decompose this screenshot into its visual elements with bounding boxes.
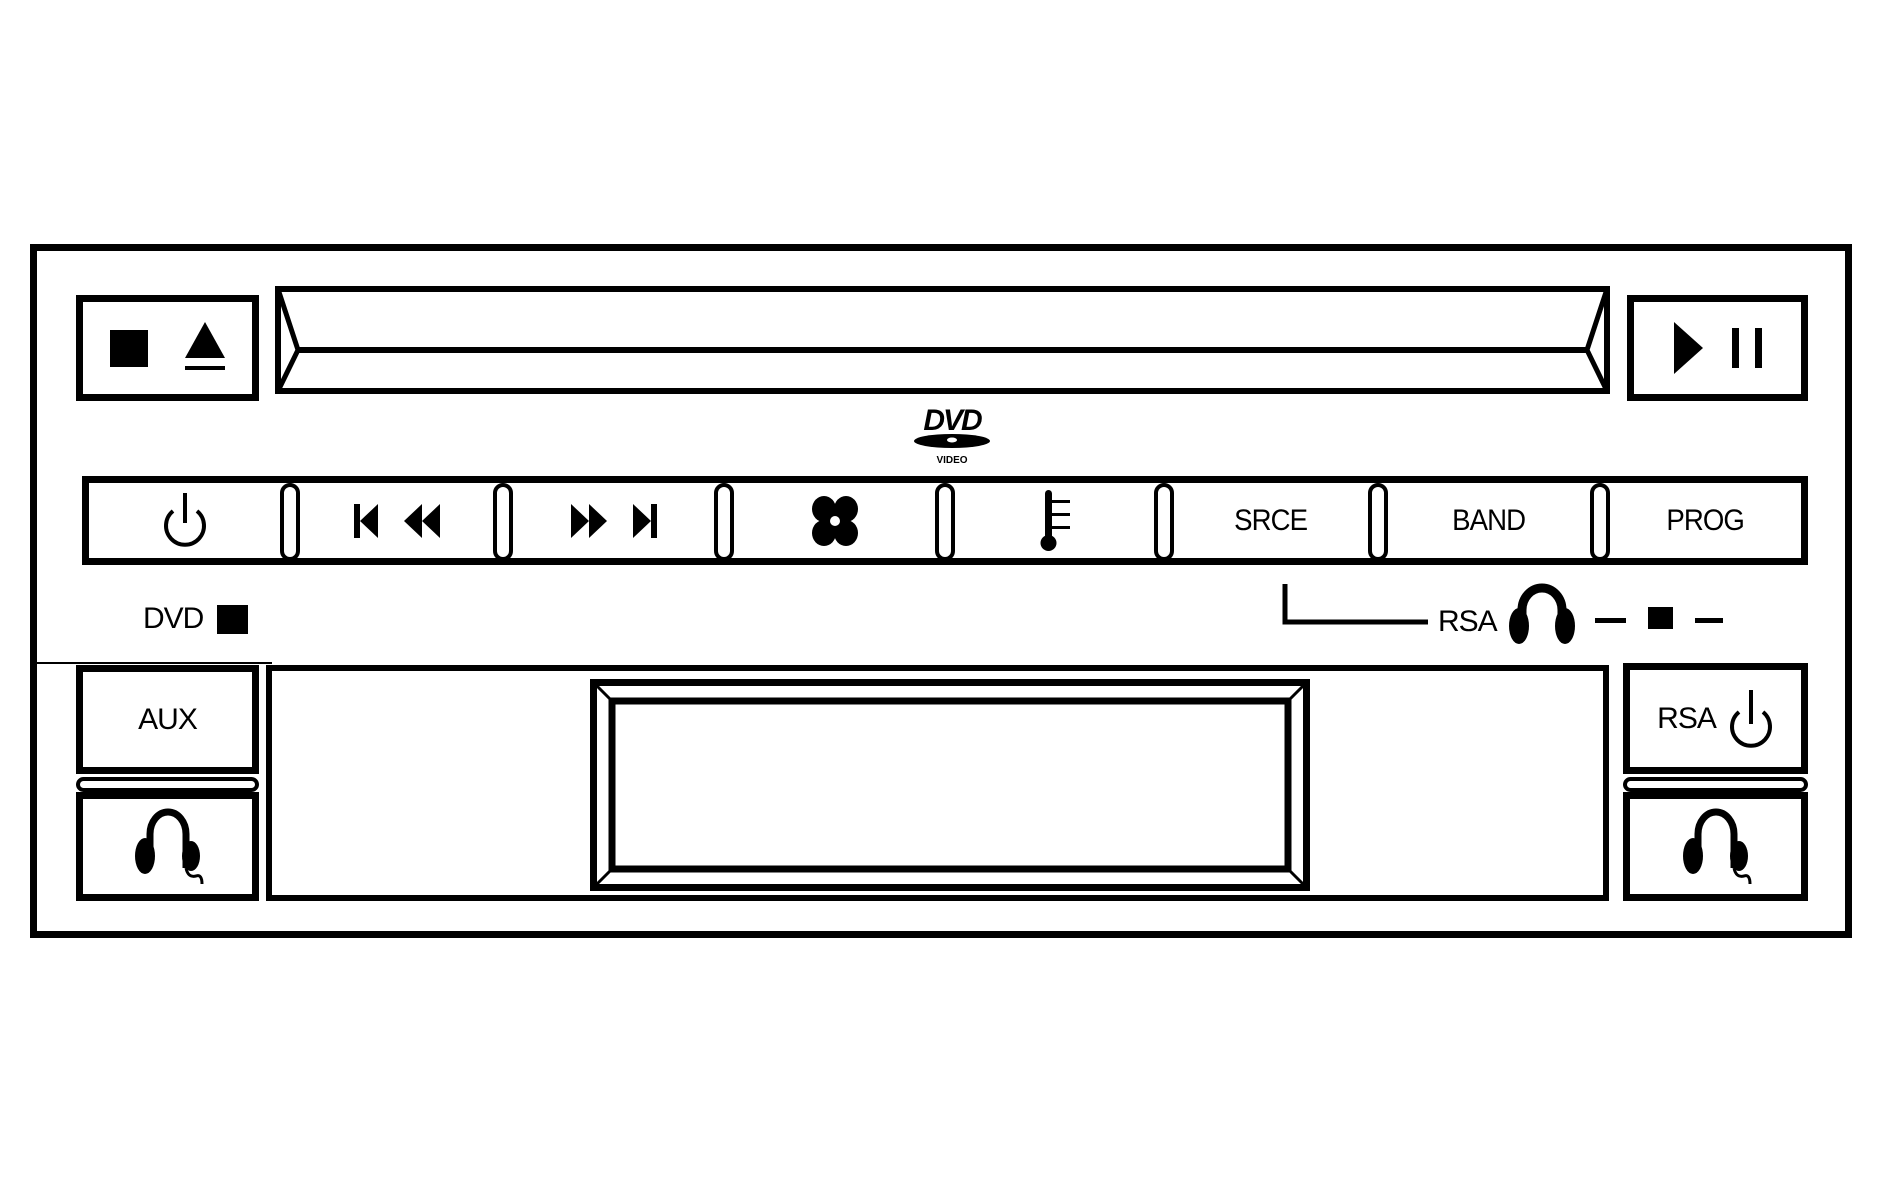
stop-icon (109, 330, 148, 367)
headphones-icon (1509, 583, 1575, 644)
temperature-button[interactable] (955, 483, 1154, 559)
button-divider (1623, 777, 1808, 792)
stop-eject-button[interactable] (76, 295, 259, 401)
power-button[interactable] (89, 483, 280, 559)
display-housing (266, 665, 1609, 901)
aux-button[interactable]: AUX (76, 665, 259, 774)
fan-button[interactable] (734, 483, 935, 559)
rewind-icon (403, 504, 440, 538)
button-divider (1590, 483, 1610, 561)
button-divider (714, 483, 734, 561)
dvd-indicator: DVD (143, 602, 249, 636)
play-pause-button[interactable] (1627, 295, 1808, 401)
eject-icon (184, 322, 225, 370)
svg-text:DVD: DVD (923, 404, 982, 437)
indicator-dash (1695, 618, 1723, 623)
headphone-jack-icon (1682, 808, 1751, 884)
power-icon (163, 493, 206, 547)
next-track-icon (632, 504, 657, 538)
rsa-indicator-square-icon (1648, 607, 1673, 629)
band-button[interactable]: BAND (1388, 483, 1590, 559)
aux-label: AUX (138, 702, 198, 736)
rsa-power-button[interactable]: RSA (1623, 663, 1808, 774)
band-label: BAND (1452, 504, 1526, 537)
previous-track-icon (353, 504, 378, 538)
left-headphone-jack[interactable] (76, 792, 259, 901)
fast-forward-icon (570, 504, 607, 538)
program-label: PROG (1666, 504, 1746, 537)
display-screen (590, 679, 1310, 891)
power-icon (1729, 689, 1772, 748)
headphone-jack-icon (134, 808, 203, 884)
seek-forward-button[interactable] (513, 483, 714, 559)
button-divider (1368, 483, 1388, 561)
source-button[interactable]: SRCE (1174, 483, 1368, 559)
button-divider (935, 483, 955, 561)
rsa-indicator-label: RSA (1438, 605, 1498, 638)
svg-text:VIDEO: VIDEO (936, 455, 967, 466)
thermometer-icon (1040, 490, 1070, 551)
button-divider (76, 777, 259, 792)
rsa-power-label: RSA (1657, 701, 1717, 735)
pause-icon (1731, 328, 1762, 368)
right-headphone-jack[interactable] (1623, 792, 1808, 901)
program-button[interactable]: PROG (1610, 483, 1801, 559)
dvd-logo-icon: DVD VIDEO (914, 404, 990, 466)
fan-icon (811, 496, 858, 546)
dvd-video-logo: DVD VIDEO (910, 402, 994, 466)
play-icon (1673, 322, 1703, 374)
indicator-dash (1595, 618, 1626, 623)
button-divider (280, 483, 300, 561)
indicator-square-icon (217, 604, 249, 634)
source-label: SRCE (1234, 504, 1308, 537)
seek-back-button[interactable] (300, 483, 493, 559)
faceplate-frame (30, 244, 1852, 938)
button-divider (1154, 483, 1174, 561)
rsa-bracket-line (1282, 584, 1428, 625)
disc-slot (275, 286, 1610, 394)
button-divider (493, 483, 513, 561)
divider-line (36, 662, 272, 664)
dvd-indicator-label: DVD (143, 602, 204, 635)
